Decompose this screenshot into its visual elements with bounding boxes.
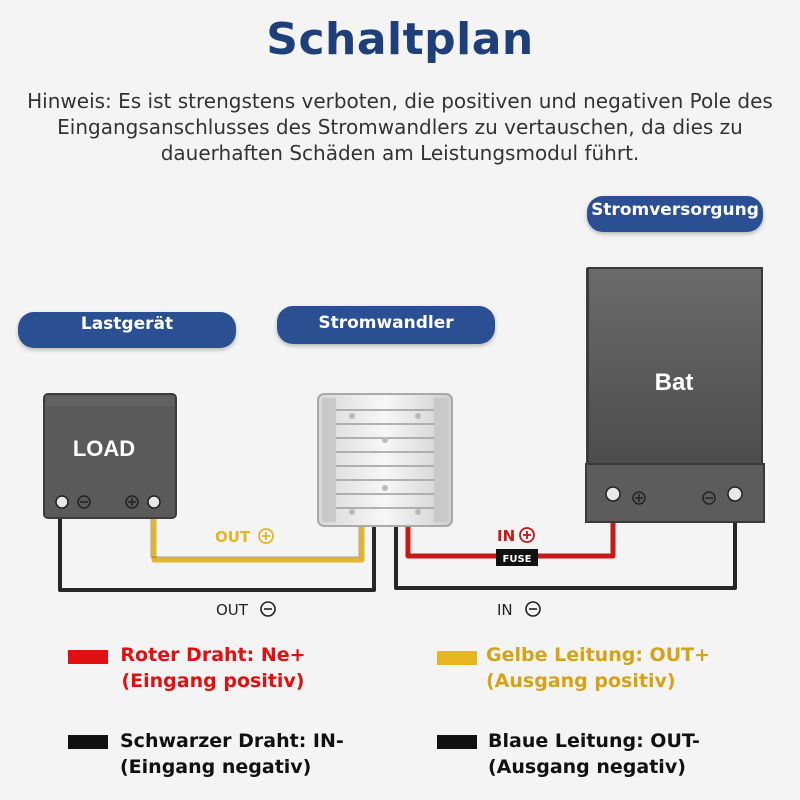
legend-swatch-yellow — [437, 651, 477, 665]
legend-black-left: Schwarzer Draht: IN- (Eingang negativ) — [120, 730, 344, 778]
battery — [585, 267, 765, 523]
converter-module — [317, 393, 453, 527]
load-device — [43, 393, 177, 519]
battery-terminal-minus — [727, 486, 743, 502]
legend-swatch-black-right — [437, 735, 477, 749]
converter-label: Stromwandler — [277, 306, 495, 344]
fuse — [496, 549, 538, 566]
legend-red: Roter Draht: Ne+ (Eingang positiv) — [120, 644, 306, 692]
wire-out-plus — [150, 500, 365, 563]
load-text: LOAD — [73, 436, 135, 461]
battery-terminal-plus — [605, 486, 621, 502]
load-device-label: Lastgerät — [18, 312, 236, 348]
plus-icon — [519, 527, 535, 543]
legend-yellow: Gelbe Leitung: OUT+ (Ausgang positiv) — [486, 644, 711, 692]
legend-swatch-black-left — [68, 735, 108, 749]
page-title: Schaltplan — [266, 14, 534, 65]
minus-icon — [260, 601, 276, 617]
plus-icon — [258, 528, 274, 544]
in-plus-label: IN — [497, 527, 515, 545]
wire-in-minus — [394, 500, 737, 590]
out-plus-label: OUT — [215, 528, 251, 546]
in-minus-label: IN — [497, 601, 513, 619]
minus-icon — [525, 601, 541, 617]
load-terminal-minus — [55, 495, 69, 509]
load-terminal-plus — [147, 495, 161, 509]
wire-out-minus — [58, 500, 376, 592]
legend-swatch-red — [68, 650, 108, 664]
fuse-text: FUSE — [503, 554, 532, 565]
legend-black-right: Blaue Leitung: OUT- (Ausgang negativ) — [488, 730, 700, 778]
warning-note: Hinweis: Es ist strengstens verboten, di… — [27, 89, 773, 165]
battery-text: Bat — [655, 369, 694, 396]
out-minus-label: OUT — [216, 601, 249, 619]
power-supply-label: Stromversorgung — [587, 196, 763, 232]
